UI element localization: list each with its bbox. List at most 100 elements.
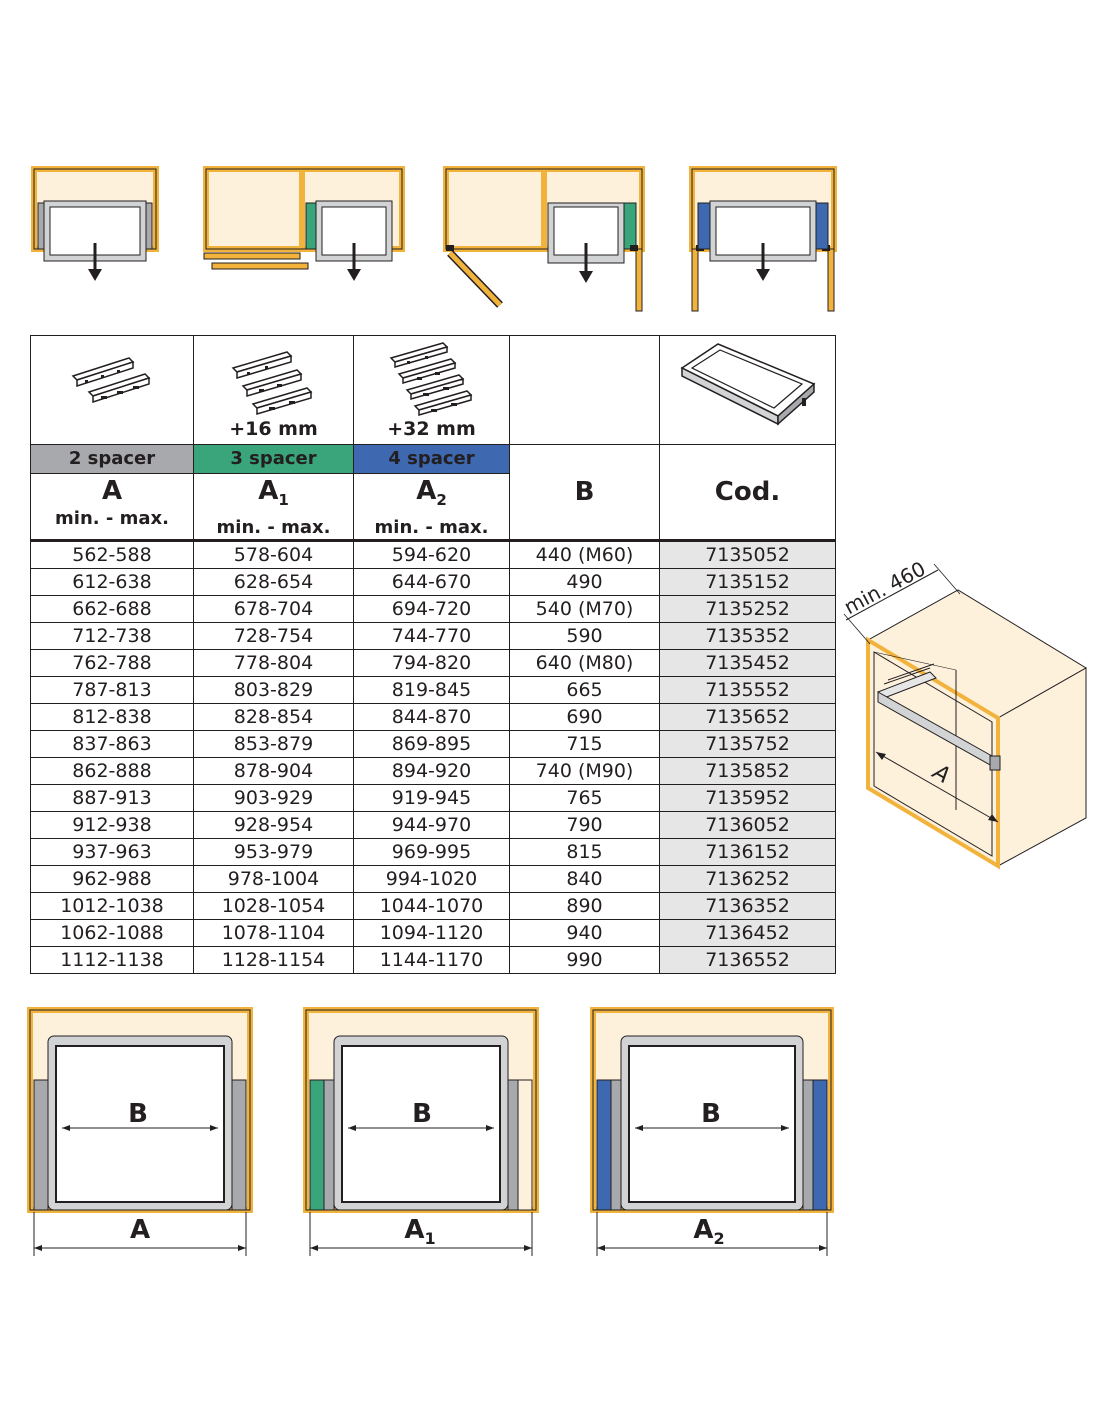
cell-code: 7135352 (659, 622, 836, 650)
cell-a2: 869-895 (353, 730, 510, 758)
cell-a: 762-788 (30, 649, 194, 677)
cell-a2: 1044-1070 (353, 892, 510, 920)
extra-32mm: +32 mm (387, 418, 476, 440)
cell-b: 890 (509, 892, 660, 920)
cabinet-isometric-diagram: min. 460 A (840, 560, 1087, 870)
spacer-label-row: 2 spacer 3 spacer 4 spacer B Cod. (30, 444, 836, 542)
cell-code: 7135752 (659, 730, 836, 758)
cell-b: 790 (509, 811, 660, 839)
cell-a: 812-838 (30, 703, 194, 731)
cell-code: 7136452 (659, 919, 836, 947)
cell-b: 715 (509, 730, 660, 758)
cell-code: 7136252 (659, 865, 836, 893)
cell-b: 765 (509, 784, 660, 812)
cell-a: 862-888 (30, 757, 194, 785)
bottom-diagram-2-spacer: B A (27, 1007, 253, 1256)
depth-label: min. 460 (840, 560, 930, 619)
col-header-code-label: Cod. (714, 477, 781, 507)
col-header-b-label: B (574, 477, 595, 507)
spacer-4-label: 4 spacer (353, 444, 510, 474)
telescopic-rail (877, 663, 1001, 771)
col-header-a-label: A (101, 476, 123, 506)
spacer-quad-icon (389, 342, 472, 416)
cell-a: 1112-1138 (30, 946, 194, 974)
cell-code: 7135252 (659, 595, 836, 623)
cell-a1: 628-654 (193, 568, 354, 596)
cell-b: 640 (M80) (509, 649, 660, 677)
cell-a: 887-913 (30, 784, 194, 812)
tray-icon-cell (659, 335, 836, 445)
cell-a1: 678-704 (193, 595, 354, 623)
drawer-tray-icon (680, 343, 815, 426)
cell-a: 1012-1038 (30, 892, 194, 920)
col-header-code: Cod. (659, 444, 836, 542)
cell-code: 7136052 (659, 811, 836, 839)
cell-a: 962-988 (30, 865, 194, 893)
cell-b: 990 (509, 946, 660, 974)
cell-a2: 1094-1120 (353, 919, 510, 947)
spacer-3-icon-cell: +16 mm (193, 335, 354, 445)
cell-b: 490 (509, 568, 660, 596)
cell-code: 7136152 (659, 838, 836, 866)
cell-a: 937-963 (30, 838, 194, 866)
inner-width-label: B (128, 1099, 148, 1129)
col-header-b: B (509, 444, 660, 542)
cell-a: 712-738 (30, 622, 194, 650)
top-diagram-standard (31, 166, 159, 281)
icon-row: +16 mm +32 mm (30, 335, 836, 445)
col-header-a-range: min. - max. (55, 508, 169, 529)
outer-width-label-a2: A2 (693, 1215, 724, 1248)
cell-a2: 844-870 (353, 703, 510, 731)
top-diagram-side-panels (689, 166, 837, 312)
cell-a1: 953-979 (193, 838, 354, 866)
cell-a2: 944-970 (353, 811, 510, 839)
outer-width-label-a1: A1 (404, 1215, 435, 1248)
spacer-pair-icon (71, 357, 151, 404)
top-diagram-double-door (203, 166, 405, 281)
inner-width-label: B (701, 1099, 721, 1129)
col-header-a1-sub: 1 (278, 491, 289, 509)
cell-a1: 728-754 (193, 622, 354, 650)
cell-a2: 744-770 (353, 622, 510, 650)
cell-a1: 978-1004 (193, 865, 354, 893)
col-header-a2-sub: 2 (436, 491, 447, 509)
cell-a2: 919-945 (353, 784, 510, 812)
col-header-a1-range: min. - max. (216, 517, 331, 538)
cell-a2: 894-920 (353, 757, 510, 785)
cell-code: 7135652 (659, 703, 836, 731)
cell-a2: 1144-1170 (353, 946, 510, 974)
cell-a1: 928-954 (193, 811, 354, 839)
cell-code: 7135052 (659, 540, 836, 569)
cell-a1: 1128-1154 (193, 946, 354, 974)
cell-code: 7136352 (659, 892, 836, 920)
cell-a1: 853-879 (193, 730, 354, 758)
cell-a1: 803-829 (193, 676, 354, 704)
col-header-a2-label: A (416, 476, 437, 506)
cell-a1: 878-904 (193, 757, 354, 785)
spacer-triple-icon (231, 351, 312, 416)
col-header-a2: A2 min. - max. (353, 473, 510, 542)
cell-a2: 644-670 (353, 568, 510, 596)
cell-a: 912-938 (30, 811, 194, 839)
cell-code: 7136552 (659, 946, 836, 974)
col-header-a1-label: A (258, 476, 279, 506)
inner-width-label: B (412, 1099, 432, 1129)
cell-a2: 994-1020 (353, 865, 510, 893)
cell-a1: 1028-1054 (193, 892, 354, 920)
cell-a: 662-688 (30, 595, 194, 623)
cell-a1: 903-929 (193, 784, 354, 812)
cell-a: 787-813 (30, 676, 194, 704)
cell-a: 562-588 (30, 540, 194, 569)
col-header-a: A min. - max. (30, 473, 194, 542)
